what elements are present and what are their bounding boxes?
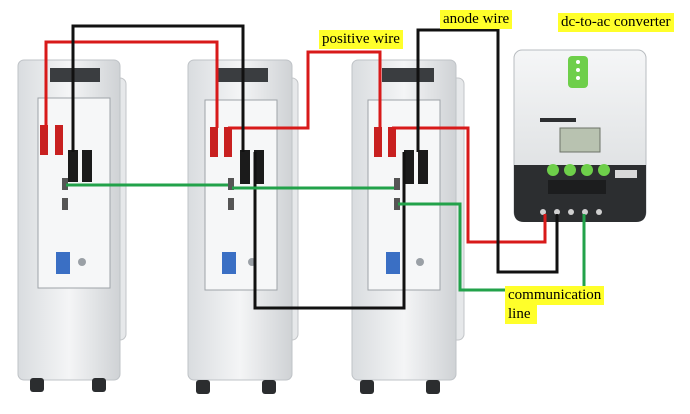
anode-wires — [71, 24, 559, 310]
positive-wire-3-converter — [392, 126, 547, 244]
positive-wire-2-3 — [228, 50, 382, 130]
communication-lines — [66, 183, 586, 292]
anode-wire-label: anode wire — [440, 10, 513, 29]
anode-wire-2-3 — [253, 152, 406, 310]
battery-cabinet-3 — [351, 59, 465, 394]
anode-wire-1-2 — [71, 24, 245, 152]
communication-line-label-line2: line — [505, 305, 537, 324]
battery-cabinet-2 — [187, 59, 299, 394]
communication-line-3-converter — [398, 202, 586, 292]
dc-to-ac-converter — [513, 49, 647, 222]
battery-cabinet-1 — [17, 59, 127, 392]
positive-wire-1-2 — [44, 40, 219, 128]
communication-line-label-line1: communication — [505, 286, 605, 305]
anode-wire-3-converter — [416, 28, 559, 274]
positive-wire-label: positive wire — [319, 30, 403, 49]
positive-wires — [44, 40, 547, 244]
communication-line-label: communication line — [505, 286, 605, 324]
converter-label: dc-to-ac converter — [558, 13, 674, 32]
